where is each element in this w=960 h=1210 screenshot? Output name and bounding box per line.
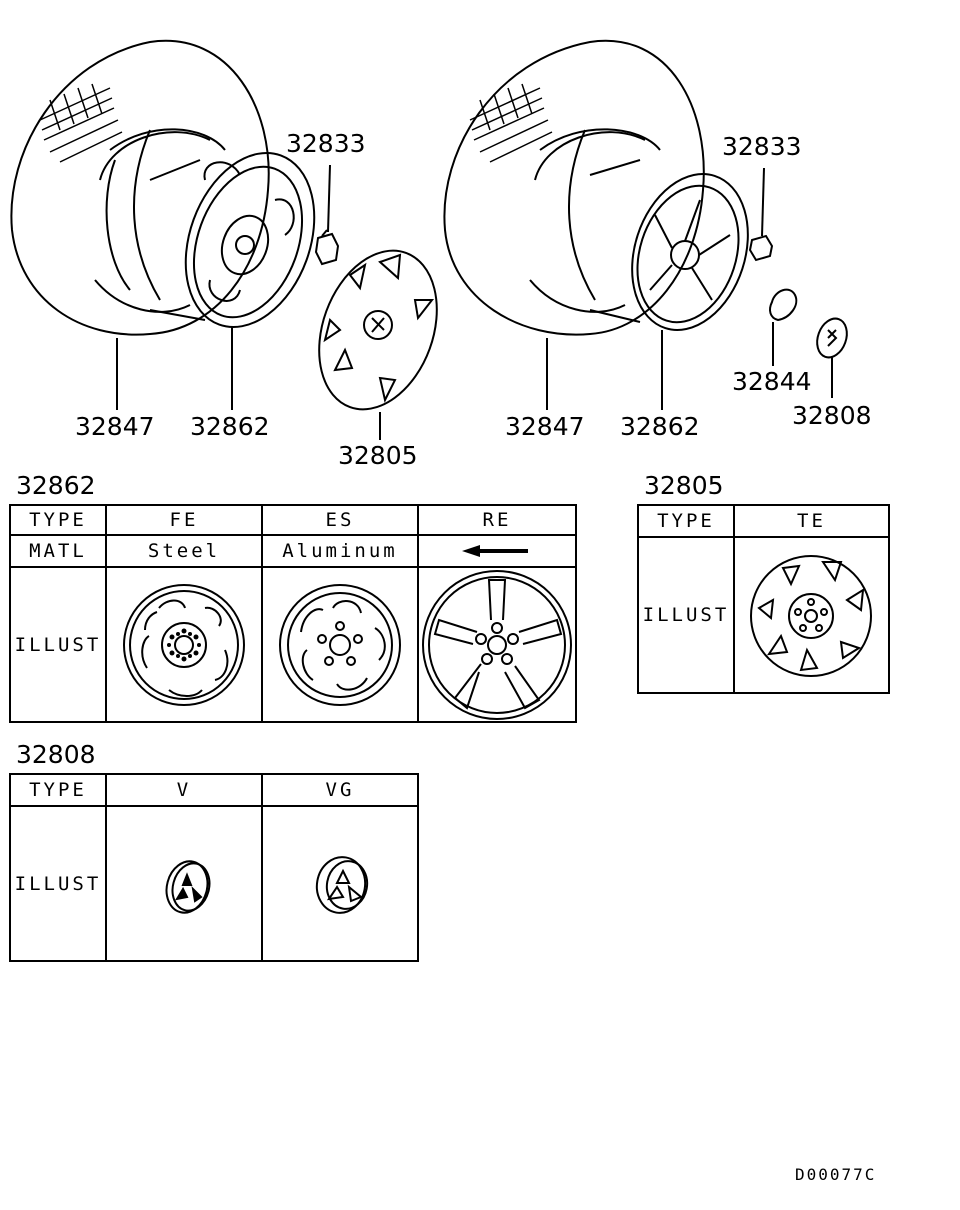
- matl-header: MATL: [29, 540, 87, 562]
- center-cap: [816, 317, 848, 359]
- callout-right-nut: 32833: [722, 132, 802, 161]
- callout-left-tire: 32847: [75, 412, 155, 441]
- matl-same-as-left: [419, 536, 575, 566]
- left-arrow-icon: [462, 545, 528, 557]
- right-alloy-wheel: [589, 159, 749, 331]
- callout-hub-cover: 32805: [338, 441, 418, 470]
- type-header: TYPE: [657, 510, 715, 532]
- right-lug-nut: [748, 234, 774, 262]
- callout-center-cap: 32808: [792, 401, 872, 430]
- type-fe: FE: [169, 509, 199, 531]
- type-es: ES: [325, 509, 355, 531]
- left-lug-nut: [314, 229, 340, 266]
- v-center-cap-illustration: [165, 860, 211, 914]
- type-v: V: [176, 779, 192, 801]
- matl-aluminum: Aluminum: [282, 540, 398, 562]
- illust-header: ILLUST: [14, 633, 102, 656]
- matl-steel: Steel: [147, 540, 221, 562]
- te-hub-cover-illustration: [750, 555, 872, 677]
- clip: [769, 288, 798, 322]
- illust-header: ILLUST: [14, 872, 102, 895]
- left-steel-wheel: [149, 151, 316, 329]
- illust-header: ILLUST: [642, 604, 730, 626]
- diagram-code: D00077C: [795, 1165, 877, 1184]
- left-tire: [10, 39, 270, 336]
- callout-left-nut: 32833: [286, 129, 366, 158]
- table-32805: TYPE TE ILLUST: [637, 504, 890, 694]
- callout-right-tire: 32847: [505, 412, 585, 441]
- re-alloy-wheel-illustration: [422, 570, 572, 720]
- type-header: TYPE: [29, 779, 87, 801]
- callout-clip: 32844: [732, 367, 812, 396]
- callout-left-wheel: 32862: [190, 412, 270, 441]
- hub-cover: [318, 249, 438, 411]
- callout-right-wheel: 32862: [620, 412, 700, 441]
- table-32862: TYPE FE ES RE MATL Steel Aluminum ILLUST: [9, 504, 577, 723]
- table-32805-title: 32805: [644, 471, 724, 500]
- fe-steel-wheel-illustration: [123, 584, 245, 706]
- es-alloy-wheel-illustration: [279, 584, 401, 706]
- table-32808-title: 32808: [16, 740, 96, 769]
- type-te: TE: [797, 510, 826, 532]
- vg-center-cap-illustration: [315, 856, 369, 914]
- table-32862-title: 32862: [16, 471, 96, 500]
- right-tire: [443, 39, 705, 336]
- type-header: TYPE: [29, 509, 87, 531]
- exploded-view-drawing: [10, 39, 848, 440]
- type-re: RE: [482, 509, 512, 531]
- type-vg: VG: [325, 779, 355, 801]
- table-32808: TYPE V VG ILLUST: [9, 773, 419, 962]
